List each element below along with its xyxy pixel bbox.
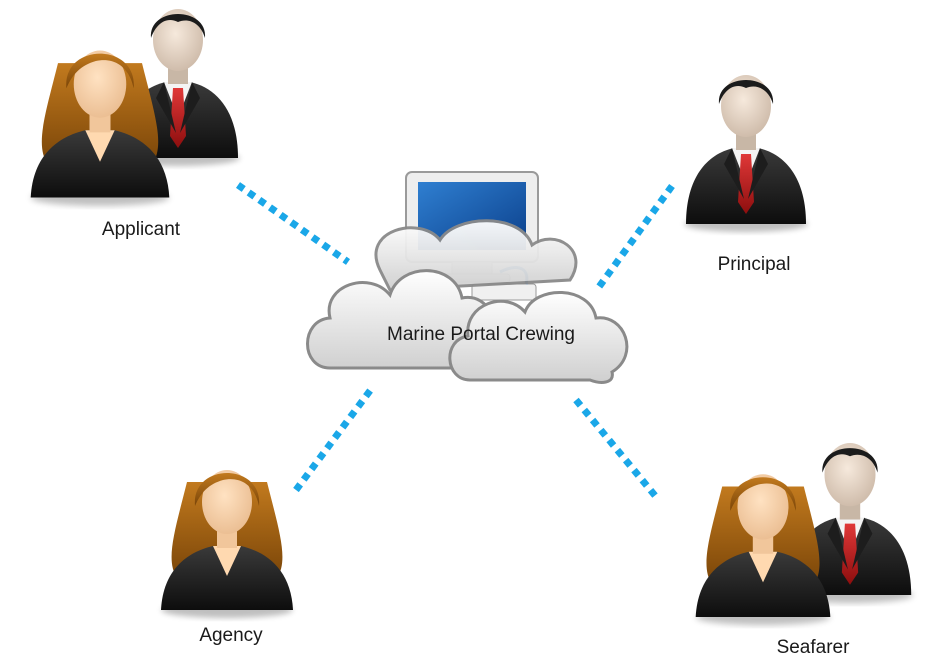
connector-lines <box>235 182 675 501</box>
connector-seafarer <box>573 397 660 501</box>
principal-icon <box>684 75 808 232</box>
node-label-agency: Agency <box>199 625 263 646</box>
node-label-principal: Principal <box>717 254 791 275</box>
applicant-icon <box>31 9 240 206</box>
agency-icon <box>161 470 293 618</box>
cloud-computer-icon <box>306 171 629 384</box>
seafarer-icon <box>696 443 914 625</box>
node-label-seafarer: Seafarer <box>776 637 850 658</box>
connector-agency <box>293 385 375 493</box>
connector-applicant <box>235 182 351 265</box>
hub-label: Marine Portal Crewing <box>387 324 575 345</box>
node-label-applicant: Applicant <box>101 219 181 240</box>
connector-principal <box>593 183 675 294</box>
